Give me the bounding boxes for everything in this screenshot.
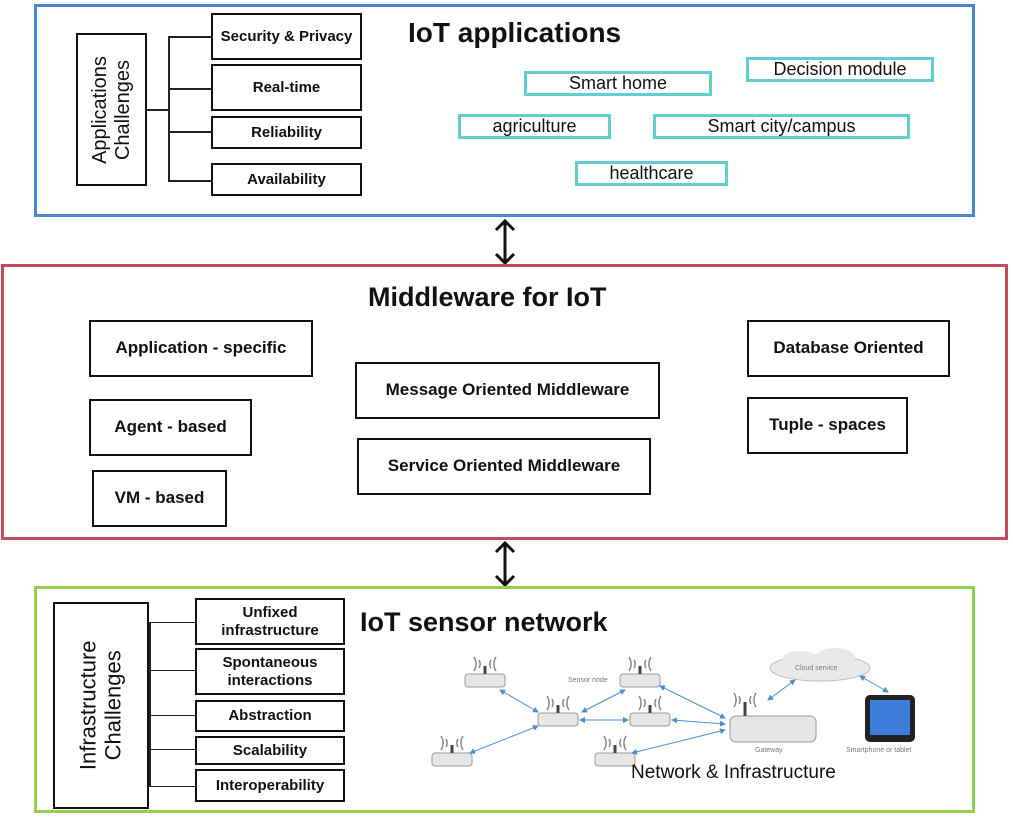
challenge-unfixed-infrastructure: Unfixed infrastructure [195, 598, 345, 645]
app-smart-city-campus: Smart city/campus [653, 114, 910, 139]
challenge-security-privacy: Security & Privacy [211, 13, 362, 60]
challenge-reliability: Reliability [211, 116, 362, 149]
cloud-icon [769, 648, 871, 682]
challenge-real-time: Real-time [211, 64, 362, 111]
middleware-panel [1, 264, 1008, 540]
middleware-database-oriented: Database Oriented [747, 320, 950, 377]
middleware-service-oriented: Service Oriented Middleware [357, 438, 651, 495]
sensor-node-icon [620, 657, 660, 687]
connector-line [168, 36, 212, 38]
connector-line [149, 622, 197, 623]
challenge-spontaneous-interactions: Spontaneous interactions [195, 648, 345, 695]
applications-challenges-label: Applications Challenges [76, 33, 147, 186]
double-arrow-icon [494, 540, 516, 588]
network-illustration: Sensor node Gateway Cloud service Smartp… [400, 648, 915, 775]
sensor-node-icon [595, 736, 635, 766]
app-healthcare: healthcare [575, 161, 728, 186]
sensor-network-title: IoT sensor network [360, 607, 608, 637]
app-agriculture: agriculture [458, 114, 611, 139]
connector-line [168, 131, 212, 133]
challenge-interoperability: Interoperability [195, 769, 345, 802]
connector-line [149, 786, 197, 787]
middleware-tuple-spaces: Tuple - spaces [747, 397, 908, 454]
sensor-node-icon [630, 696, 670, 726]
gateway-icon [729, 692, 817, 743]
middleware-message-oriented: Message Oriented Middleware [355, 362, 660, 419]
double-arrow-icon [494, 218, 516, 266]
connector-line [168, 88, 212, 90]
middleware-title: Middleware for IoT [368, 282, 607, 312]
infrastructure-challenges-label: Infrastructure Challenges [53, 602, 149, 809]
middleware-vm-based: VM - based [92, 470, 227, 527]
sensor-node-icon [432, 736, 472, 766]
applications-title: IoT applications [408, 17, 622, 48]
challenge-scalability: Scalability [195, 736, 345, 765]
sensor-node-icon [538, 696, 578, 726]
sensor-node-label: Sensor node [568, 677, 608, 684]
app-smart-home: Smart home [524, 71, 712, 96]
tablet-icon [865, 695, 915, 742]
middleware-agent-based: Agent - based [89, 399, 252, 456]
cloud-label: Cloud service [795, 665, 838, 672]
gateway-label: Gateway [755, 747, 783, 754]
challenge-abstraction: Abstraction [195, 700, 345, 732]
middleware-application-specific: Application - specific [89, 320, 313, 377]
infrastructure-challenges-text: Infrastructure Challenges [75, 640, 127, 771]
applications-challenges-text: Applications Challenges [88, 55, 134, 164]
connector-line [149, 749, 197, 750]
challenge-availability: Availability [211, 163, 362, 196]
connector-line [168, 180, 212, 182]
app-decision-module: Decision module [746, 57, 934, 82]
applications-panel [34, 4, 975, 217]
connector-line [149, 670, 197, 671]
sensor-network-panel [34, 586, 975, 813]
network-infrastructure-caption: Network & Infrastructure [631, 762, 836, 783]
device-label: Smartphone or tablet [846, 747, 911, 754]
connector-line [149, 622, 151, 787]
network-link-arrows [469, 675, 889, 755]
connector-line [147, 109, 169, 111]
connector-line [149, 715, 197, 716]
sensor-node-icon [465, 657, 505, 687]
connector-line [168, 36, 170, 181]
